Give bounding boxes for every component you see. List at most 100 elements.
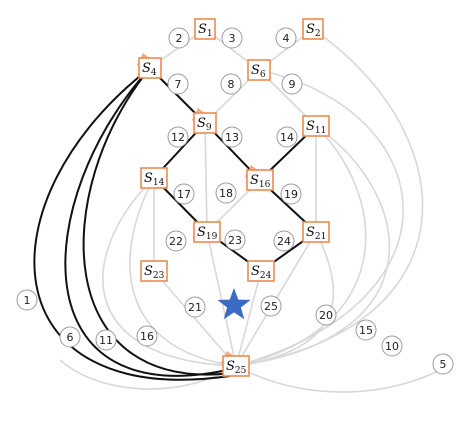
node-label: S16	[250, 173, 271, 190]
node-s11: S11	[302, 115, 330, 137]
edge-label-text: 2	[176, 32, 183, 45]
edge-label-text: 16	[140, 330, 154, 343]
node-box	[193, 221, 221, 243]
edge-label-text: 22	[169, 235, 183, 248]
edge-label-16: 16	[136, 325, 158, 347]
node-s19: S19	[193, 221, 221, 243]
node-label: S2	[306, 22, 321, 39]
edge-label-text: 13	[225, 131, 239, 144]
edge-label-17: 17	[173, 183, 195, 205]
node-s14: S14	[140, 167, 168, 189]
node-s2: S2	[302, 18, 324, 40]
node-s23: S23	[140, 260, 168, 282]
edge-label-9: 9	[281, 73, 303, 95]
edge-label-text: 11	[99, 334, 113, 347]
edge-label-1: 1	[16, 289, 38, 311]
inactive-edge-s23-s25	[153, 270, 237, 367]
edge-label-text: 12	[171, 131, 185, 144]
edge-label-text: 23	[228, 234, 242, 247]
node-label: S25	[226, 359, 247, 376]
edge-label-19: 19	[280, 183, 302, 205]
node-s1: S1	[194, 18, 216, 40]
edge-label-6: 6	[59, 326, 81, 348]
node-label: S6	[251, 63, 266, 80]
edge-label-text: 18	[219, 187, 233, 200]
node-box	[193, 112, 217, 134]
edge-label-14: 14	[276, 126, 298, 148]
edge-label-8: 8	[220, 73, 242, 95]
node-s16: S16	[245, 165, 274, 191]
node-label: S1	[198, 22, 213, 39]
node-label: S4	[142, 61, 157, 78]
node-box	[302, 221, 330, 243]
node-s4: S4	[137, 53, 162, 79]
edge-label-2: 2	[168, 27, 190, 49]
node-box	[302, 18, 324, 40]
edge-label-13: 13	[221, 126, 243, 148]
edge-label-22: 22	[165, 230, 187, 252]
inactive-edge-s25-loop-b	[59, 359, 237, 390]
node-label: S19	[197, 225, 218, 242]
edge-label-5: 5	[432, 353, 454, 375]
edge-label-text: 15	[359, 324, 373, 337]
edge-label-11: 11	[95, 329, 117, 351]
node-s24: S24	[247, 260, 275, 282]
edge-label-text: 5	[440, 358, 447, 371]
node-box	[302, 115, 330, 137]
edge-label-10: 10	[381, 335, 403, 357]
edge-label-7: 7	[167, 73, 189, 95]
edge-label-20: 20	[315, 304, 337, 326]
edge-label-18: 18	[215, 182, 237, 204]
inactive-edge-s6-s25-x	[235, 69, 404, 367]
edge-label-text: 10	[385, 340, 399, 353]
edge-label-text: 4	[283, 32, 290, 45]
edge-label-text: 19	[284, 188, 298, 201]
node-s25: S25	[221, 351, 250, 377]
node-s9: S9	[192, 108, 217, 134]
edge-label-4: 4	[275, 27, 297, 49]
edge-label-text: 24	[277, 235, 291, 248]
edge-label-23: 23	[224, 229, 246, 251]
node-box	[140, 167, 168, 189]
edge-label-text: 21	[188, 301, 202, 314]
node-label: S14	[144, 171, 165, 188]
inactive-edge-s11-s25-10	[235, 125, 391, 367]
edge-label-text: 1	[24, 294, 31, 307]
edge-label-text: 17	[177, 188, 191, 201]
node-s21: S21	[302, 221, 330, 243]
edge-label-text: 9	[289, 78, 296, 91]
edge-label-24: 24	[273, 230, 295, 252]
inactive-edge-s24-s25	[235, 270, 262, 367]
edge-label-3: 3	[221, 27, 243, 49]
edge-label-15: 15	[355, 319, 377, 341]
node-label: S24	[251, 264, 272, 281]
edge-label-text: 7	[175, 78, 182, 91]
edge-label-text: 14	[280, 131, 294, 144]
node-label: S9	[197, 116, 212, 133]
node-s6: S6	[247, 59, 271, 81]
node-box	[140, 260, 168, 282]
inactive-edge-s19-s25	[206, 231, 237, 367]
edge-label-text: 6	[67, 331, 74, 344]
node-box	[194, 18, 216, 40]
active-edge-s4-s25-via-1	[33, 67, 231, 381]
node-box	[247, 260, 275, 282]
inactive-edge-s21-s25-20	[235, 231, 335, 367]
active-edge-s4-s25-via-6	[64, 67, 237, 377]
node-label: S21	[306, 225, 326, 242]
inactive-edge-s9-s19	[204, 122, 208, 233]
edge-label-21: 21	[184, 296, 206, 318]
edge-label-text: 3	[229, 32, 236, 45]
star-icon	[217, 288, 251, 320]
node-box	[247, 59, 271, 81]
edge-label-25: 25	[260, 295, 282, 317]
edge-label-text: 20	[319, 309, 333, 322]
node-box	[246, 169, 274, 191]
node-box	[138, 57, 162, 79]
edge-label-12: 12	[167, 126, 189, 148]
edge-label-text: 8	[228, 78, 235, 91]
edge-label-text: 25	[264, 300, 278, 313]
inactive-edge-s14-s25-11	[102, 177, 237, 367]
